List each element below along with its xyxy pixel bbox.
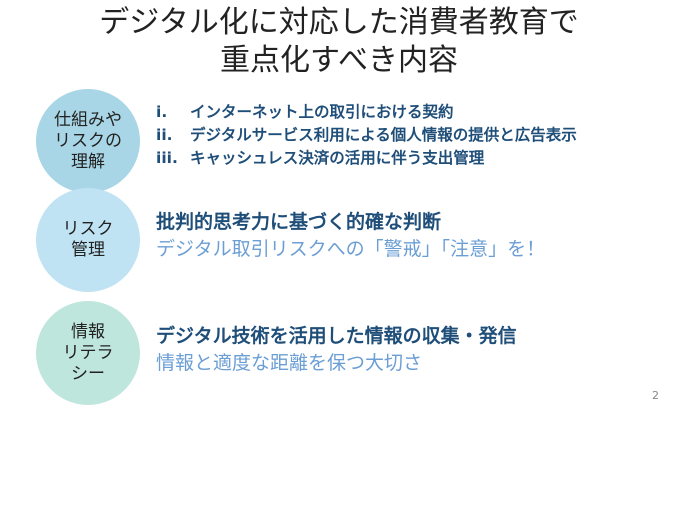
list-item-number: ii. — [156, 126, 173, 144]
circle-label-line: シー — [71, 363, 105, 384]
list-item: i. インターネット上の取引における契約 — [156, 101, 577, 124]
slide-title-line-2: 重点化すべき内容 — [220, 43, 458, 78]
information-literacy-subtext: 情報と適度な距離を保つ大切さ — [156, 352, 423, 374]
list-item-text: キャッシュレス決済の活用に伴う支出管理 — [190, 149, 485, 167]
risk-management-block: 批判的思考力に基づく的確な判断 デジタル取引リスクへの「警戒」「注意」を！ — [156, 209, 545, 263]
slide-title: デジタル化に対応した消費者教育で 重点化すべき内容 — [40, 4, 638, 80]
circle-label-line: 管理 — [71, 240, 105, 260]
list-item-text: デジタルサービス利用による個人情報の提供と広告表示 — [190, 126, 577, 144]
circle-label-line: リスク — [62, 219, 114, 239]
circle-risk-management: リスク 管理 — [36, 188, 140, 292]
list-item-number: i. — [156, 103, 168, 121]
page-number: 2 — [652, 389, 659, 402]
risk-management-subtext: デジタル取引リスクへの「警戒」「注意」を！ — [156, 238, 546, 260]
slide-title-line-1: デジタル化に対応した消費者教育で — [99, 5, 579, 40]
list-item: ii. デジタルサービス利用による個人情報の提供と広告表示 — [156, 124, 577, 147]
circle-understanding: 仕組みや リスクの 理解 — [36, 89, 140, 193]
circle-label-line: リテラ — [62, 342, 114, 363]
circle-information-literacy: 情報 リテラ シー — [36, 301, 140, 405]
circle-label-line: 情報 — [71, 321, 105, 342]
information-literacy-block: デジタル技術を活用した情報の収集・発信 情報と適度な距離を保つ大切さ — [156, 323, 517, 377]
list-item-number: iii. — [156, 149, 178, 167]
understanding-list: i. インターネット上の取引における契約 ii. デジタルサービス利用による個人… — [156, 101, 577, 170]
risk-management-heading: 批判的思考力に基づく的確な判断 — [156, 211, 442, 233]
list-item: iii. キャッシュレス決済の活用に伴う支出管理 — [156, 147, 577, 170]
information-literacy-heading: デジタル技術を活用した情報の収集・発信 — [156, 325, 517, 347]
circle-label-line: 理解 — [71, 151, 105, 172]
circle-label-line: 仕組みや — [54, 109, 122, 130]
circle-label-line: リスクの — [54, 130, 122, 151]
list-item-text: インターネット上の取引における契約 — [190, 103, 454, 121]
